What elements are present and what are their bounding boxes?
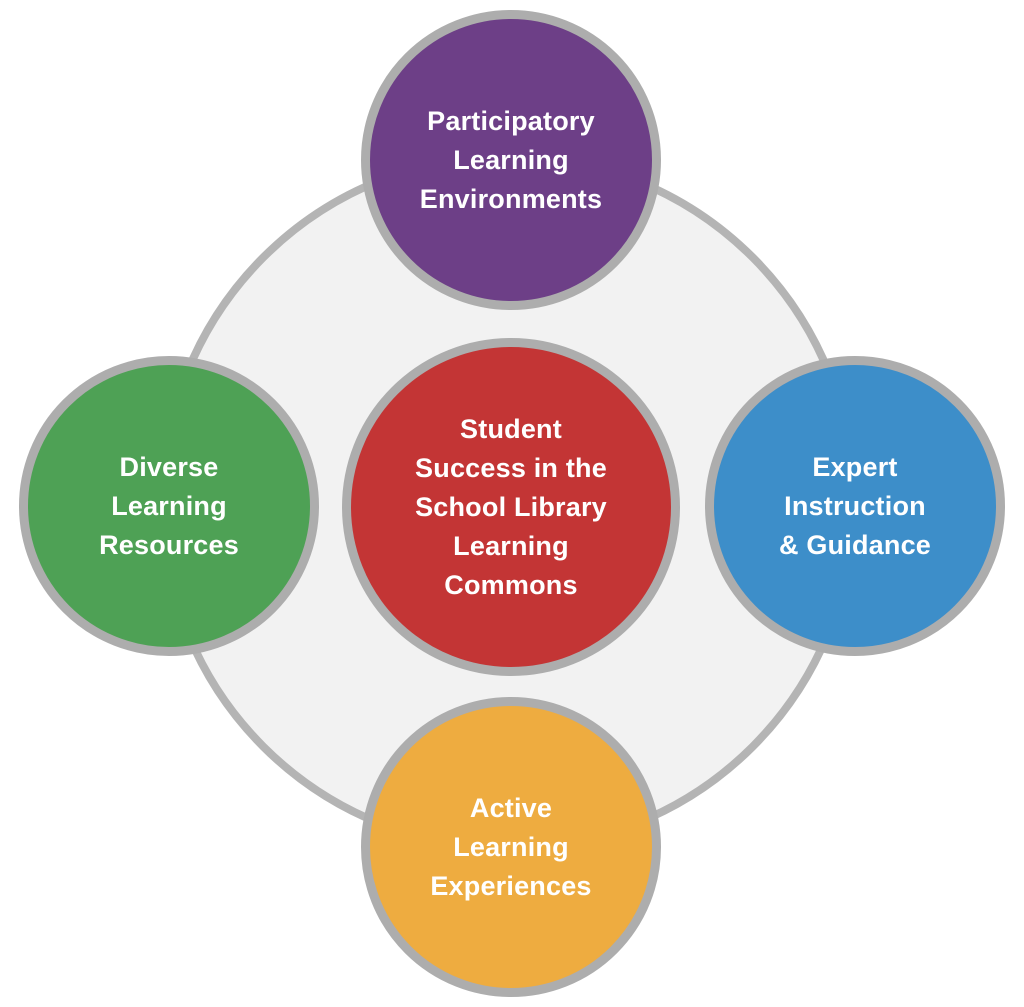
node-student-success-center: Student Success in the School Library Le… (342, 338, 680, 676)
node-label: Participatory Learning Environments (419, 105, 603, 214)
node-active-learning-experiences: Active Learning Experiences (361, 697, 661, 997)
node-label: Student Success in the School Library Le… (415, 413, 607, 600)
node-label: Expert Instruction & Guidance (778, 451, 932, 560)
node-diverse-learning-resources: Diverse Learning Resources (19, 356, 319, 656)
node-expert-instruction-guidance: Expert Instruction & Guidance (705, 356, 1005, 656)
node-participatory-learning-environments: Participatory Learning Environments (361, 10, 661, 310)
node-label: Active Learning Experiences (430, 792, 592, 901)
node-label: Diverse Learning Resources (99, 451, 239, 560)
